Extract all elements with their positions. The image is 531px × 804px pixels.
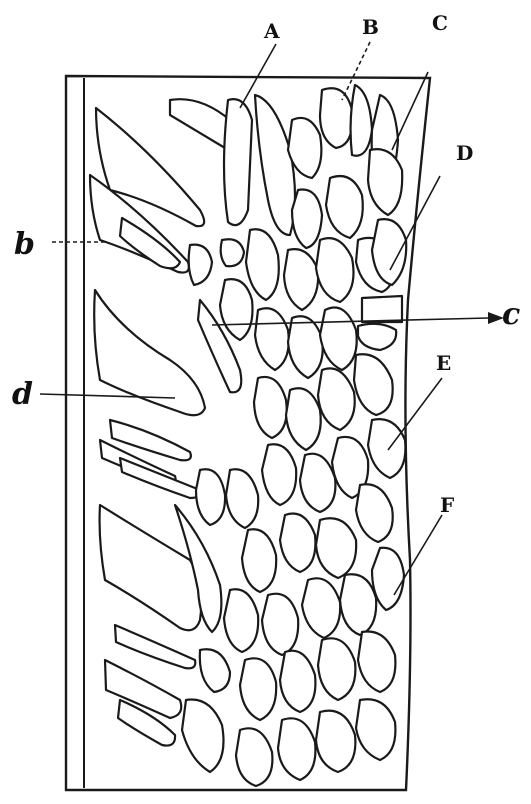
label-C: C — [432, 11, 448, 35]
elongated-cell — [173, 503, 223, 634]
polygonal-cell — [300, 577, 342, 640]
figure-labels: A B C D E F b c d — [12, 11, 520, 517]
polygonal-cell — [366, 418, 407, 480]
polygonal-cell — [234, 727, 274, 788]
polygonal-cell — [180, 698, 225, 774]
elongated-cell-group — [88, 98, 243, 747]
polygonal-cell — [316, 637, 357, 702]
polygonal-cell — [360, 294, 404, 324]
polygonal-cell — [198, 648, 232, 694]
leader-line-C — [391, 71, 429, 151]
polygonal-cell — [356, 630, 397, 694]
polygonal-cell — [187, 243, 214, 287]
label-E: E — [436, 351, 451, 375]
leader-line-D — [389, 175, 441, 271]
polygonal-cell — [290, 188, 324, 250]
elongated-cell — [98, 503, 203, 632]
polygonal-cell — [356, 322, 398, 352]
polygonal-cell — [338, 573, 378, 637]
label-b: b — [14, 227, 35, 262]
polygonal-cell — [314, 709, 357, 774]
leader-line-E — [387, 377, 443, 451]
elongated-cell — [103, 658, 183, 720]
polygonal-cell — [276, 717, 317, 782]
elongated-cell — [93, 288, 207, 417]
polygonal-cell — [318, 87, 354, 150]
polygonal-cell — [224, 468, 260, 530]
leader-line-B — [341, 41, 371, 101]
elongated-cell — [113, 623, 197, 670]
polygonal-cell — [314, 237, 355, 304]
elongated-cell — [118, 216, 182, 270]
leader-lines — [39, 41, 504, 596]
polygonal-cell — [222, 588, 260, 654]
leader-line-d — [39, 393, 176, 399]
polygonal-cell — [222, 98, 254, 227]
polygonal-cell — [324, 174, 364, 240]
leader-line-c — [211, 317, 489, 326]
label-A: A — [263, 19, 280, 43]
polygonal-cell — [260, 592, 300, 657]
polygonal-cell — [354, 698, 397, 762]
elongated-cell — [116, 698, 177, 747]
polygonal-cell — [278, 649, 317, 714]
polygonal-cell — [194, 468, 227, 527]
polygonal-cell-group — [180, 83, 408, 788]
polygonal-cell — [219, 238, 246, 268]
polygonal-cell — [252, 375, 288, 440]
elongated-cell — [196, 298, 243, 394]
polygonal-cell — [366, 148, 404, 217]
label-D: D — [456, 141, 473, 165]
polygonal-cell — [354, 483, 394, 544]
polygonal-cell — [278, 512, 317, 574]
label-c: c — [502, 297, 520, 332]
polygonal-cell — [253, 93, 297, 237]
label-d: d — [12, 377, 33, 412]
polygonal-cell — [370, 218, 408, 287]
polygonal-cell — [244, 228, 280, 302]
polygonal-cell — [286, 315, 324, 380]
polygonal-cell — [240, 528, 278, 594]
polygonal-cell — [260, 443, 298, 507]
polygonal-cell — [298, 452, 337, 514]
arrowhead-c — [488, 312, 504, 324]
polygonal-cell — [370, 546, 406, 612]
polygonal-cell — [318, 306, 358, 372]
polygonal-cell — [314, 517, 358, 580]
elongated-cell — [108, 418, 192, 462]
polygonal-cell — [284, 387, 322, 452]
polygonal-cell — [286, 116, 323, 180]
polygonal-cell — [282, 248, 320, 312]
polygonal-cell — [352, 353, 394, 417]
label-B: B — [362, 15, 379, 39]
label-F: F — [440, 493, 454, 517]
polygonal-cell — [349, 83, 374, 157]
polygonal-cell — [238, 657, 278, 722]
leader-line-A — [239, 43, 277, 109]
elongated-cell — [94, 106, 206, 228]
leader-line-F — [393, 514, 443, 596]
polygonal-cell — [316, 367, 356, 432]
